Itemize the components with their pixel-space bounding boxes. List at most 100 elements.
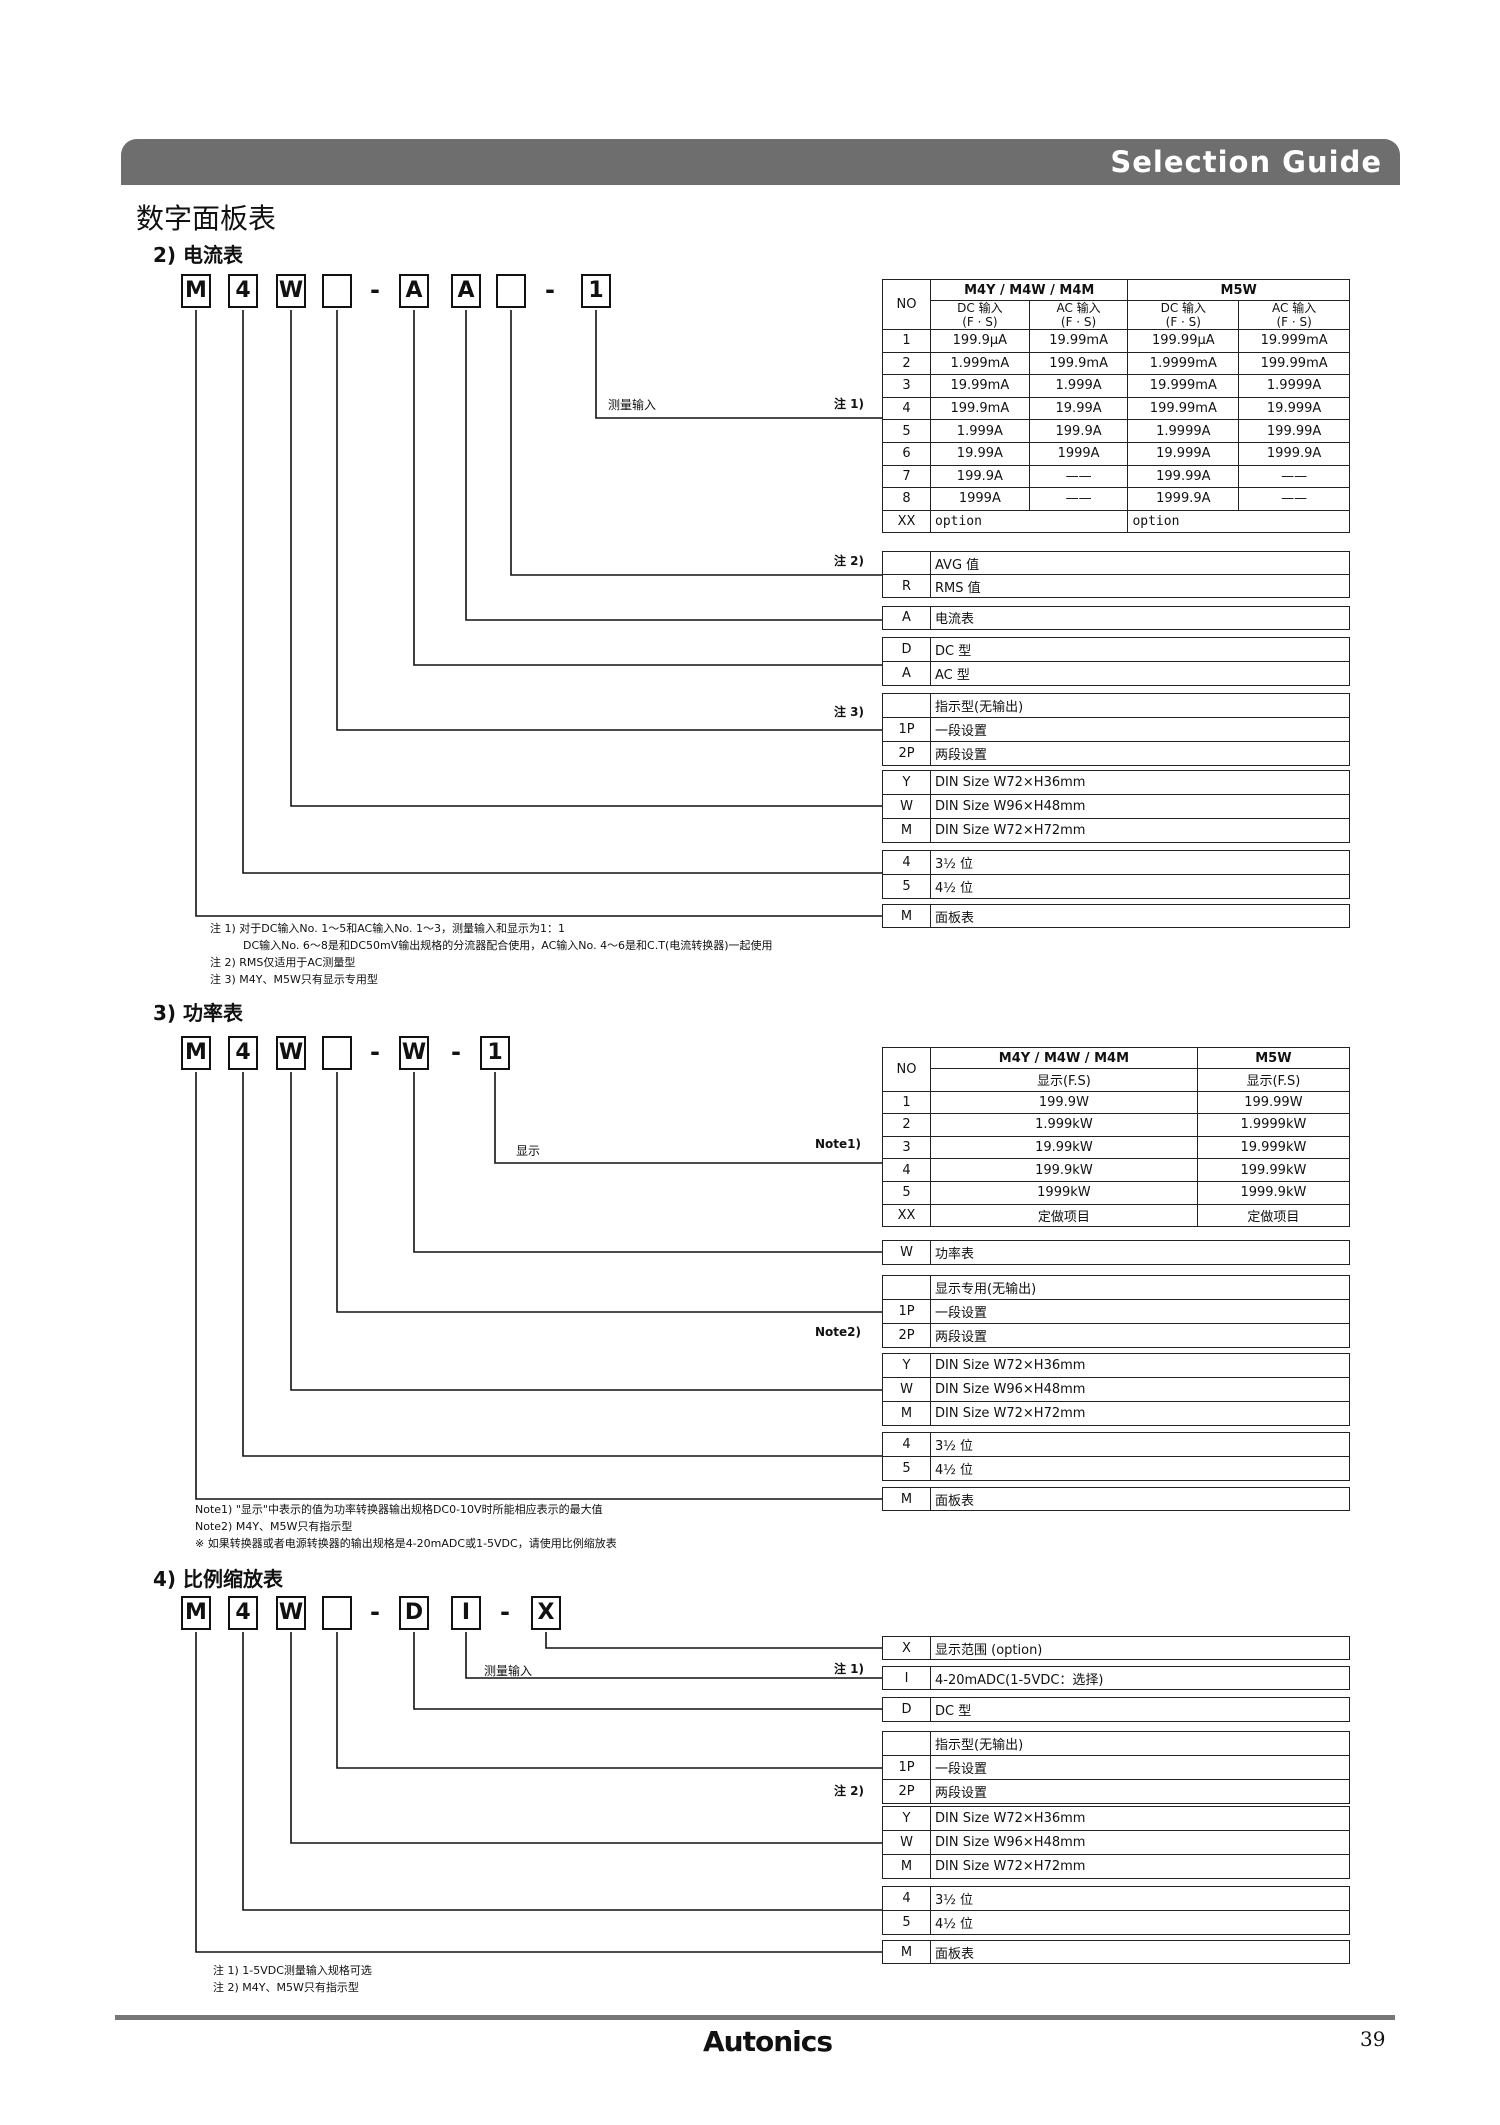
description-cell: AC 型 [930,661,1350,686]
connector-line [545,1632,882,1649]
s3-sub-2: 显示(F.S) [1196,1068,1351,1092]
s2-range-cell: 19.99A [1028,396,1129,421]
description-cell: 两段设置 [930,1323,1350,1348]
footnote-line: 注 3) M4Y、M5W只有显示专用型 [210,973,378,986]
s2-range-cell: 3 [882,374,931,398]
footnote-line: DC输入No. 6～8是和DC50mV输出规格的分流器配合使用，AC输入No. … [210,939,773,952]
s2-note1-marker: 注 1) [834,397,865,411]
footnote-line: ※ 如果转换器或者电源转换器的输出规格是4-20mADC或1-5VDC，请使用比… [195,1537,617,1550]
s3-range-table: NO M4Y / M4W / M4M M5W 显示(F.S) 显示(F.S) 1… [882,1047,1351,1228]
s2-range-cell: 19.99A [930,441,1030,466]
s3-code-box-5: W [399,1036,429,1070]
s2-code-box-7 [496,274,526,308]
connector-line [595,310,882,419]
code-cell: M [882,818,931,843]
s2-range-cell: 199.99mA [1238,351,1350,376]
description-cell: 一段设置 [930,717,1350,742]
s3-note1-marker: Note1) [815,1137,861,1151]
s4-code-box-4 [322,1596,352,1630]
s2-sub-header-4: AC 输入 (F · S) [1238,300,1350,330]
code-cell: 5 [882,1456,931,1481]
s2-xx-option-1: option [929,509,1129,534]
s2-range-cell: 19.99mA [1028,329,1129,353]
s3-range-cell: 199.9W [930,1090,1198,1115]
description-cell: 两段设置 [930,1779,1350,1804]
connector-line [195,1632,882,1953]
s3-range-cell: 19.999kW [1196,1135,1351,1160]
code-cell: W [882,1240,931,1265]
s2-range-cell: 1.9999mA [1127,351,1240,376]
description-cell: 指示型(无输出) [930,1731,1350,1756]
description-cell: DIN Size W72×H72mm [930,1854,1350,1879]
code-cell: 5 [882,1910,931,1935]
header-banner: Selection Guide [121,139,1400,185]
s3-range-cell: 1 [882,1090,931,1115]
footnote-line: Note1) "显示"中表示的值为功率转换器输出规格DC0-10V时所能相应表示… [195,1503,603,1516]
connector-line [413,1072,882,1253]
connector-line [242,1632,882,1911]
s3-range-cell: 1.9999kW [1196,1113,1351,1137]
description-cell: 3½ 位 [930,850,1350,875]
connector-line [290,1072,882,1391]
s3-range-cell: 19.99kW [930,1135,1198,1160]
section-2-heading: 2) 电流表 [153,243,244,267]
s3-range-cell: 3 [882,1135,931,1160]
s3-range-cell: 199.99kW [1196,1158,1351,1182]
s4-code-box-3: W [276,1596,306,1630]
connector-line [510,310,882,576]
s2-range-cell: —— [1238,487,1350,511]
s3-callout-label: 显示 [516,1144,541,1158]
s3-range-cell: 199.9kW [930,1158,1198,1182]
s2-code-box-3: W [276,274,306,308]
s2-range-cell: 199.9A [1028,419,1129,443]
description-cell: DIN Size W96×H48mm [930,794,1350,819]
code-cell: X [882,1636,931,1660]
s2-code-dash-2: - [545,276,555,304]
s3-code-dash-2: - [451,1038,461,1066]
s3-code-dash-1: - [370,1038,380,1066]
s2-range-cell: 19.999A [1238,396,1350,421]
connector-line [413,1632,882,1710]
s3-code-box-3: W [276,1036,306,1070]
description-cell: DC 型 [930,1697,1350,1722]
s4-code-box-6: I [451,1596,481,1630]
s2-sub-header-1: DC 输入 (F · S) [930,300,1030,330]
s2-range-cell: 199.9μA [930,329,1030,353]
s2-code-box-2: 4 [228,274,258,308]
table-row: 指示型(无输出) [882,1731,1350,1756]
connector-line [465,1632,882,1679]
code-cell: 2P [882,1323,931,1348]
s4-code-box-2: 4 [228,1596,258,1630]
s3-range-cell: 1999kW [930,1180,1198,1205]
connector-line [336,310,882,731]
s3-range-cell: 5 [882,1180,931,1205]
s2-note2-marker: 注 2) [834,554,865,568]
code-cell: D [882,1697,931,1722]
